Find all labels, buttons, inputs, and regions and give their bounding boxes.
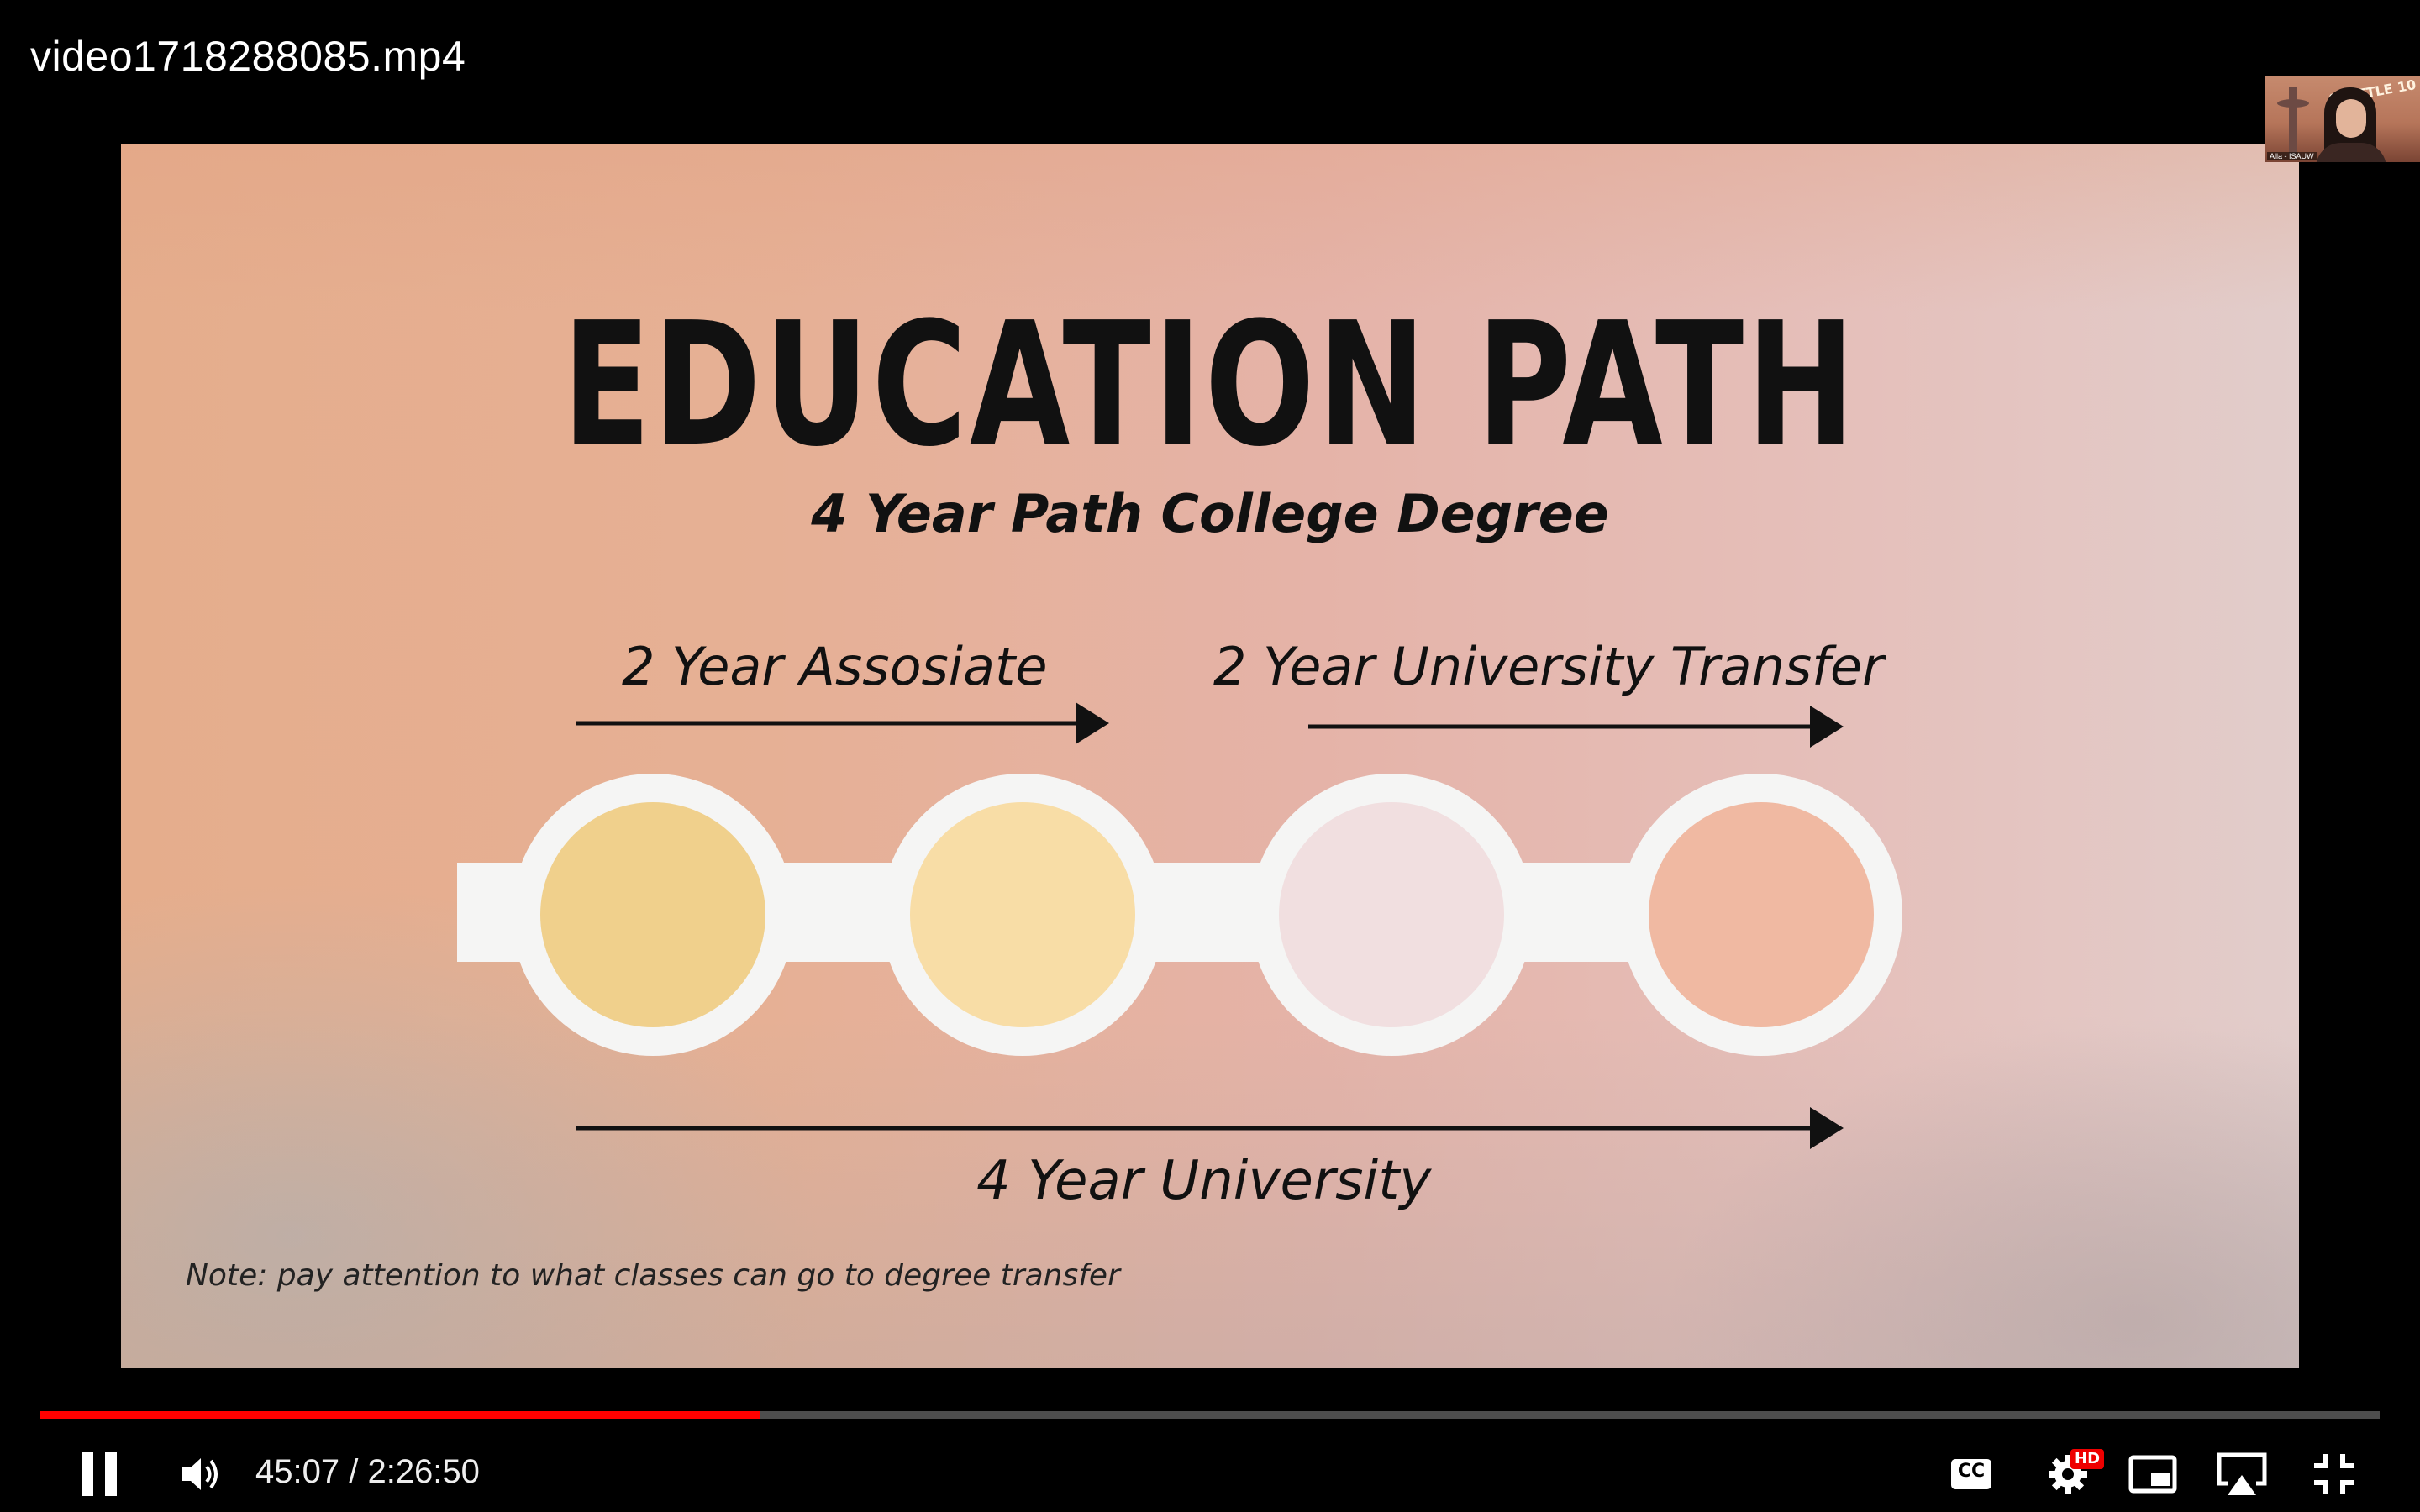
slide-frame: EDUCATION PATH 4 Year Path College Degre… — [121, 144, 2299, 1368]
duration: 2:26:50 — [367, 1453, 480, 1490]
captions-icon — [1951, 1459, 1991, 1489]
space-needle-top-shape — [2277, 99, 2309, 108]
participant-name: Alla - ISAUW — [2267, 152, 2317, 160]
airplay-button[interactable] — [2208, 1441, 2275, 1508]
miniplayer-button[interactable] — [2119, 1441, 2186, 1508]
education-path-diagram — [457, 702, 1902, 1149]
label-university: 4 Year University — [976, 1150, 1432, 1212]
slide-subtitle: 4 Year Path College Degree — [811, 483, 1609, 544]
label-associate: 2 Year Assosiate — [622, 636, 1048, 697]
pause-button[interactable] — [67, 1441, 134, 1508]
label-transfer: 2 Year University Transfer — [1213, 636, 1884, 697]
node-circle-2 — [910, 802, 1135, 1027]
space-needle-shape — [2289, 87, 2297, 155]
hd-badge: HD — [2070, 1449, 2105, 1469]
time-display: 45:07 / 2:26:50 — [255, 1446, 480, 1497]
video-title: video1718288085.mp4 — [30, 33, 466, 80]
exit-fullscreen-icon — [2314, 1454, 2354, 1494]
pause-icon — [82, 1452, 117, 1496]
settings-button[interactable]: HD — [2030, 1441, 2106, 1508]
slide-background-shade-bottom — [121, 1015, 2299, 1368]
player-controls: 45:07 / 2:26:50 CC — [0, 1428, 2420, 1512]
speaker-body — [2316, 143, 2386, 162]
node-circle-1 — [540, 802, 765, 1027]
node-circle-4 — [1649, 802, 1874, 1027]
current-time: 45:07 — [255, 1453, 340, 1490]
time-separator: / — [339, 1453, 368, 1490]
slide-title: EDUCATION PATH — [562, 286, 1858, 485]
slide-note: Note: pay attention to what classes can … — [186, 1258, 1120, 1293]
volume-icon — [182, 1458, 218, 1490]
progress-bar[interactable] — [40, 1411, 2380, 1419]
exit-fullscreen-button[interactable] — [2301, 1441, 2368, 1508]
captions-button[interactable]: CC — [1938, 1441, 2005, 1508]
progress-played — [40, 1411, 761, 1419]
miniplayer-icon — [2128, 1455, 2177, 1494]
slide-background-shade — [121, 144, 2299, 312]
airplay-icon — [2217, 1452, 2267, 1495]
node-circle-3 — [1279, 802, 1504, 1027]
captions-label: CC — [1957, 1461, 1986, 1482]
speaker-face — [2336, 99, 2366, 138]
volume-button[interactable] — [168, 1441, 235, 1508]
webcam-overlay: SEATTLE 10 Alla - ISAUW — [2265, 76, 2420, 162]
